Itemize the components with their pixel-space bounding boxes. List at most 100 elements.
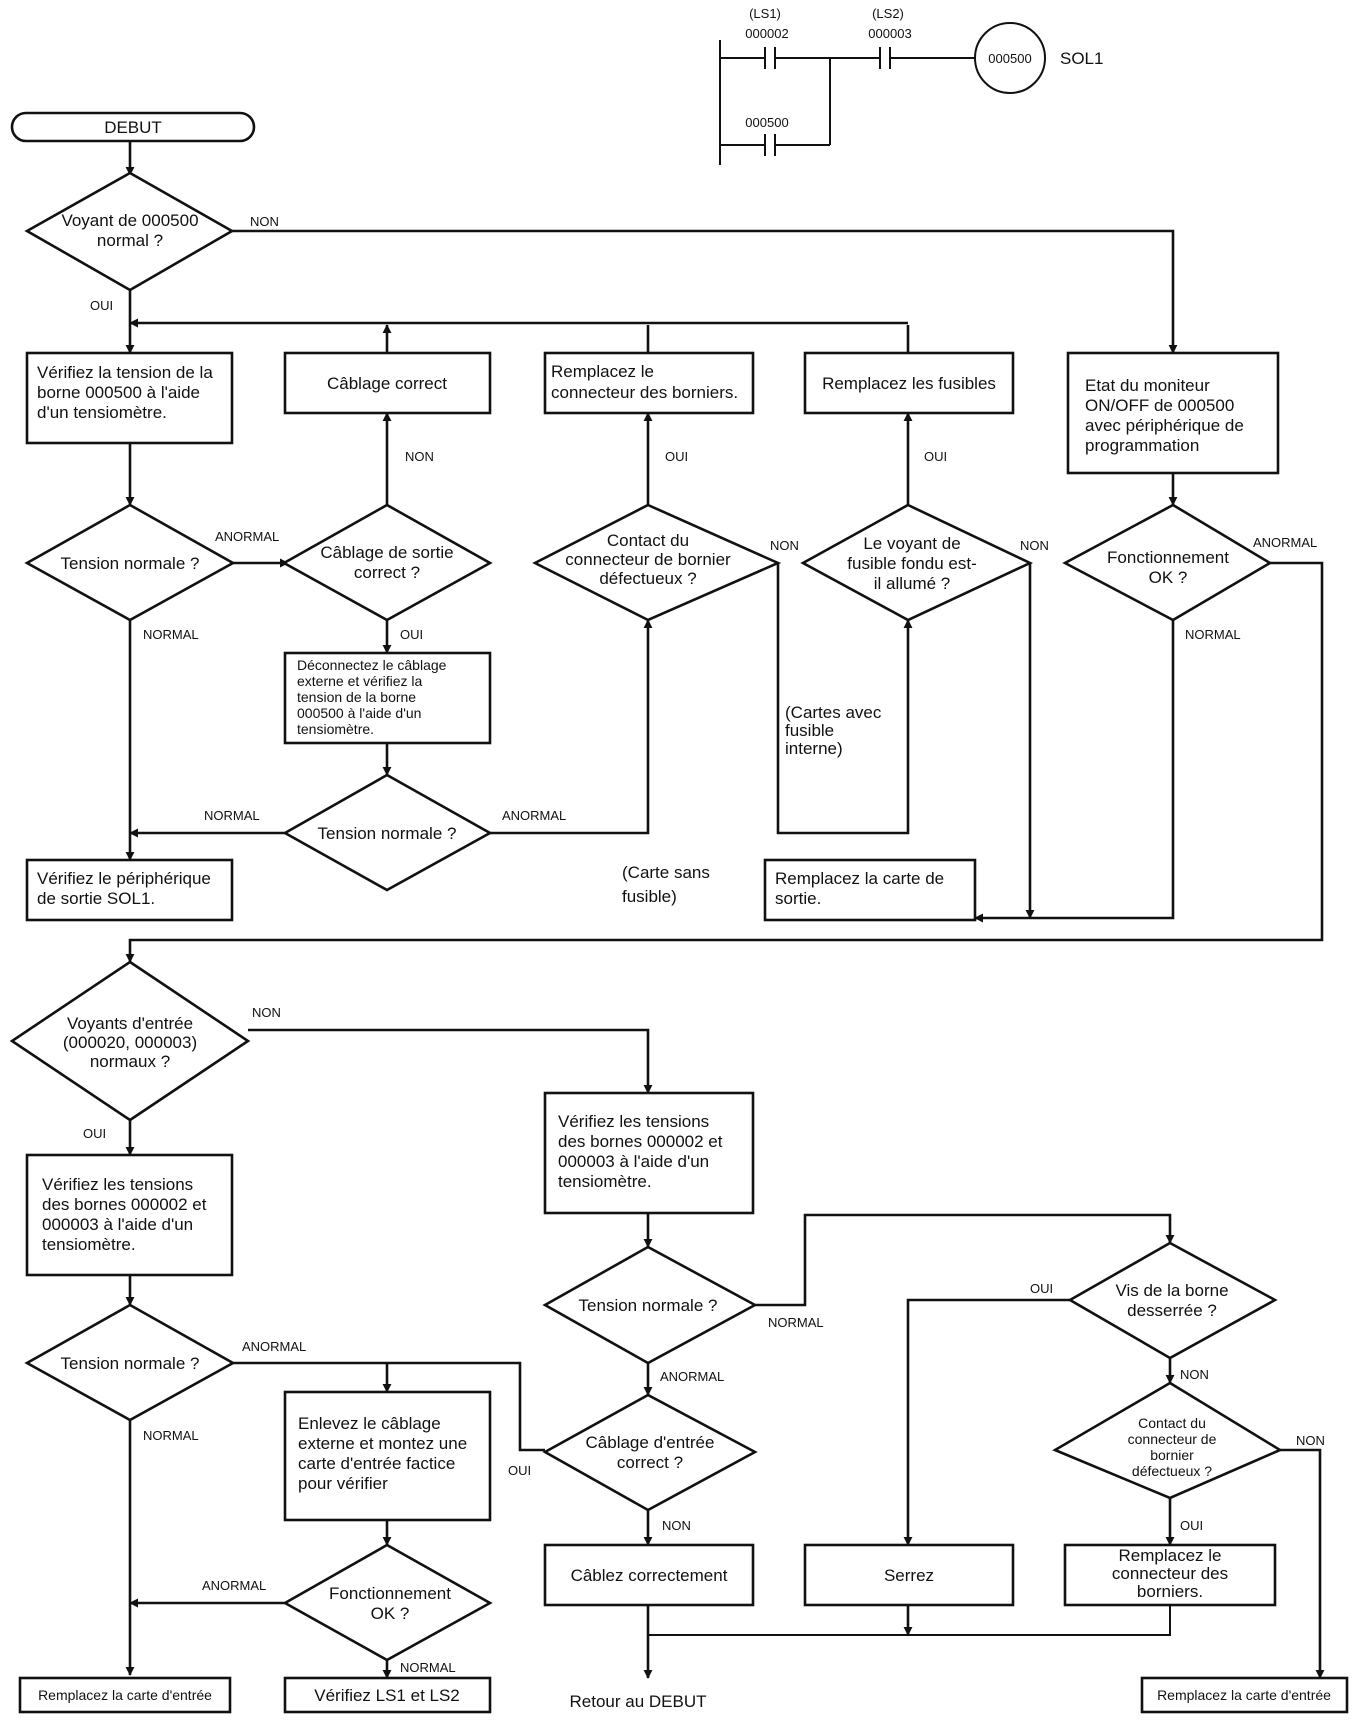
svg-text:correct ?: correct ? — [617, 1453, 683, 1472]
svg-text:000003 à l'aide d'un: 000003 à l'aide d'un — [558, 1152, 709, 1171]
box-verifiez-ls1-ls2: Vérifiez LS1 et LS2 — [283, 1676, 492, 1714]
svg-text:Enlevez le câblage: Enlevez le câblage — [298, 1414, 441, 1433]
decision-voyant-000500: Voyant de 000500 normal ? — [24, 171, 235, 292]
box-verifiez-tension-borne-000500: Vérifiez la tension de la borne 000500 à… — [25, 351, 234, 445]
box-verifiez-tensions-gauche: Vérifiez les tensions des bornes 000002 … — [25, 1153, 234, 1277]
decision-cablage-sortie: Câblage de sortie correct ? — [281, 503, 493, 622]
decision-fonctionnement-2: Fonctionnement OK ? — [282, 1543, 493, 1662]
svg-text:fusible: fusible — [785, 721, 834, 740]
ladder-diagram: (LS1) (LS2) 000002 000003 000500 000500 … — [719, 6, 1103, 165]
svg-text:défectueux ?: défectueux ? — [1132, 1463, 1212, 1479]
decision-voyants-entree: Voyants d'entrée (000020, 000003) normau… — [9, 960, 251, 1122]
svg-text:Fonctionnement: Fonctionnement — [1107, 548, 1229, 567]
svg-text:Remplacez la carte d'entrée: Remplacez la carte d'entrée — [38, 1687, 212, 1703]
box-etat-moniteur: Etat du moniteur ON/OFF de 000500 avec p… — [1066, 351, 1280, 475]
box-remplacez-connecteur: Remplacez le connecteur des borniers. — [543, 351, 755, 415]
svg-text:Tension normale ?: Tension normale ? — [579, 1296, 718, 1315]
svg-text:sortie.: sortie. — [775, 889, 821, 908]
box-serrez: Serrez — [803, 1543, 1015, 1607]
svg-text:Câblez correctement: Câblez correctement — [571, 1566, 728, 1585]
svg-text:ON/OFF de 000500: ON/OFF de 000500 — [1085, 396, 1234, 415]
connectors — [125, 142, 1325, 1679]
label-oui: OUI — [1030, 1281, 1053, 1296]
label-oui: OUI — [508, 1463, 531, 1478]
svg-text:défectueux ?: défectueux ? — [599, 569, 696, 588]
svg-text:OK ?: OK ? — [1149, 568, 1188, 587]
svg-text:bornier: bornier — [1150, 1447, 1194, 1463]
svg-text:il allumé ?: il allumé ? — [874, 574, 951, 593]
svg-text:Vérifiez le périphérique: Vérifiez le périphérique — [37, 869, 211, 888]
label-anormal: ANORMAL — [502, 808, 566, 823]
svg-text:tensiomètre.: tensiomètre. — [558, 1172, 652, 1191]
svg-text:Câblage correct: Câblage correct — [327, 374, 447, 393]
svg-text:Tension normale ?: Tension normale ? — [318, 824, 457, 843]
sol1-label: SOL1 — [1060, 49, 1103, 68]
svg-text:(000020, 000003): (000020, 000003) — [63, 1033, 197, 1052]
label-normal: NORMAL — [1185, 627, 1241, 642]
svg-text:Serrez: Serrez — [884, 1566, 934, 1585]
svg-text:des bornes 000002 et: des bornes 000002 et — [42, 1195, 207, 1214]
svg-text:connecteur des: connecteur des — [1112, 1564, 1228, 1583]
box-deconnectez-cablage: Déconnectez le câblage externe et vérifi… — [283, 651, 492, 745]
svg-text:borniers.: borniers. — [1137, 1582, 1203, 1601]
svg-text:Voyants d'entrée: Voyants d'entrée — [67, 1014, 193, 1033]
label-oui: OUI — [1180, 1518, 1203, 1533]
svg-text:Vérifiez les tensions: Vérifiez les tensions — [558, 1112, 709, 1131]
start-terminal: DEBUT — [10, 111, 256, 143]
decision-fonctionnement-1: Fonctionnement OK ? — [1062, 503, 1273, 622]
svg-text:Remplacez la carte d'entrée: Remplacez la carte d'entrée — [1157, 1687, 1331, 1703]
svg-text:carte d'entrée factice: carte d'entrée factice — [298, 1454, 455, 1473]
svg-text:Remplacez les fusibles: Remplacez les fusibles — [822, 374, 996, 393]
label-non: NON — [250, 214, 279, 229]
box-remplacez-carte-entree-droite: Remplacez la carte d'entrée — [1140, 1676, 1349, 1714]
label-anormal: ANORMAL — [202, 1578, 266, 1593]
box-cablage-correct: Câblage correct — [283, 351, 492, 415]
svg-text:Tension normale ?: Tension normale ? — [61, 1354, 200, 1373]
decision-voyant-fusible: Le voyant de fusible fondu est- il allum… — [800, 503, 1034, 622]
svg-text:Voyant de 000500: Voyant de 000500 — [61, 211, 198, 230]
svg-text:tensiomètre.: tensiomètre. — [297, 721, 374, 737]
coil-label: 000500 — [988, 51, 1031, 66]
label-anormal: ANORMAL — [215, 529, 279, 544]
svg-text:Fonctionnement: Fonctionnement — [329, 1584, 451, 1603]
svg-text:Vérifiez les tensions: Vérifiez les tensions — [42, 1175, 193, 1194]
decision-vis-borne: Vis de la borne desserrée ? — [1067, 1241, 1278, 1360]
contact-000002-label: 000002 — [745, 26, 788, 41]
svg-text:Câblage de sortie: Câblage de sortie — [320, 543, 453, 562]
svg-text:desserrée ?: desserrée ? — [1127, 1301, 1217, 1320]
svg-text:de sortie SOL1.: de sortie SOL1. — [37, 889, 155, 908]
label-normal: NORMAL — [143, 627, 199, 642]
box-verifiez-peripherique-sol1: Vérifiez le périphérique de sortie SOL1. — [25, 858, 234, 922]
svg-text:normal ?: normal ? — [97, 231, 163, 250]
svg-text:connecteur de: connecteur de — [1128, 1431, 1217, 1447]
svg-text:Vis de la borne: Vis de la borne — [1115, 1281, 1228, 1300]
svg-text:Contact du: Contact du — [1138, 1415, 1206, 1431]
label-non: NON — [1020, 538, 1049, 553]
svg-text:Remplacez la carte de: Remplacez la carte de — [775, 869, 944, 888]
label-oui: OUI — [400, 627, 423, 642]
box-remplacez-connecteur-2: Remplacez le connecteur des borniers. — [1063, 1543, 1277, 1607]
contact-000500-label: 000500 — [745, 115, 788, 130]
svg-text:connecteur des borniers.: connecteur des borniers. — [551, 383, 738, 402]
svg-text:des bornes 000002 et: des bornes 000002 et — [558, 1132, 723, 1151]
svg-text:Vérifiez la tension de la: Vérifiez la tension de la — [37, 363, 213, 382]
svg-text:000003 à l'aide d'un: 000003 à l'aide d'un — [42, 1215, 193, 1234]
decision-tension-normale-3: Tension normale ? — [542, 1245, 758, 1365]
decision-tension-normale-1: Tension normale ? — [24, 503, 236, 622]
label-anormal: ANORMAL — [660, 1369, 724, 1384]
label-normal: NORMAL — [768, 1315, 824, 1330]
box-enlevez-cablage: Enlevez le câblage externe et montez une… — [283, 1390, 492, 1522]
svg-text:Vérifiez LS1 et LS2: Vérifiez LS1 et LS2 — [314, 1686, 460, 1705]
svg-text:(Cartes avec: (Cartes avec — [785, 703, 882, 722]
svg-text:Le voyant de: Le voyant de — [863, 534, 960, 553]
note-carte-sans-fusible: (Carte sans fusible) — [622, 863, 710, 906]
decision-tension-normale-2: Tension normale ? — [282, 773, 493, 892]
svg-text:tensiomètre.: tensiomètre. — [42, 1235, 136, 1254]
note-cartes-avec-fusible: (Cartes avec fusible interne) — [785, 703, 882, 758]
svg-text:Déconnectez le câblage: Déconnectez le câblage — [297, 657, 447, 673]
label-non: NON — [1296, 1433, 1325, 1448]
box-remplacez-carte-sortie: Remplacez la carte de sortie. — [763, 858, 977, 922]
svg-text:normaux ?: normaux ? — [90, 1052, 170, 1071]
svg-text:externe et montez une: externe et montez une — [298, 1434, 467, 1453]
label-non: NON — [1180, 1367, 1209, 1382]
